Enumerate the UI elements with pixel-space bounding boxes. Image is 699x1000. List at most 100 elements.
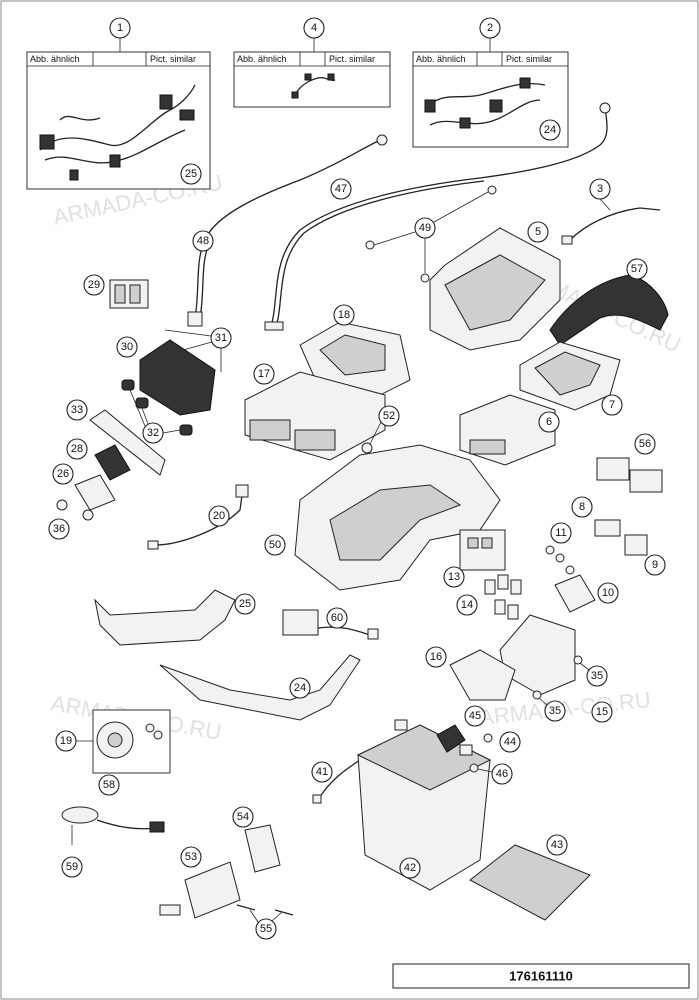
callout-48: 48	[192, 230, 214, 252]
callout-24: 24	[289, 677, 311, 699]
callout-number: 20	[213, 510, 225, 522]
part-50-tray	[294, 444, 501, 591]
callout-number: 4	[311, 22, 317, 34]
part-14-fuses	[484, 574, 522, 620]
callout-3: 3	[589, 178, 611, 211]
part-9-connector	[624, 534, 648, 556]
part-29-relay	[109, 279, 149, 309]
callout-number: 50	[269, 539, 281, 551]
callout-54: 54	[232, 806, 254, 828]
callout-53: 53	[180, 846, 202, 868]
callout-number: 24	[544, 124, 556, 136]
callout-35-upper: 35	[579, 662, 608, 687]
callout-number: 29	[88, 279, 100, 291]
callout-10: 10	[597, 582, 619, 604]
callout-57: 57	[626, 258, 648, 280]
callout-55: 55	[249, 909, 283, 940]
callout-24-inset: 24	[539, 119, 561, 141]
callout-number: 46	[496, 768, 508, 780]
callout-number: 54	[237, 811, 249, 823]
callout-46: 46	[477, 763, 513, 785]
part-30-fuse-box	[139, 339, 216, 416]
callout-17: 17	[253, 363, 275, 385]
callout-number: 55	[260, 923, 272, 935]
part-8-connector	[594, 519, 621, 537]
callout-6: 6	[538, 411, 560, 433]
callout-number: 8	[579, 501, 585, 513]
callout-number: 13	[448, 571, 460, 583]
callout-number: 49	[419, 222, 431, 234]
callout-number: 59	[66, 861, 78, 873]
callout-31: 31	[164, 327, 232, 372]
callout-33: 33	[66, 399, 88, 421]
part-11-clips	[545, 545, 575, 575]
callout-number: 10	[602, 587, 614, 599]
part-60-relay	[282, 609, 379, 640]
part-26-holder	[74, 474, 116, 511]
part-52-nut	[361, 442, 373, 454]
callout-35-lower: 35	[538, 697, 566, 722]
part-56-connectors	[596, 457, 663, 493]
part-28-holder	[94, 444, 131, 481]
callout-58: 58	[98, 774, 120, 796]
inset-label-similar-de: Abb. ähnlich	[30, 54, 80, 64]
callout-number: 14	[461, 599, 473, 611]
inset-wiring-harness-4: Abb. ähnlich Pict. similar	[233, 38, 391, 108]
callout-number: 1	[117, 22, 123, 34]
callout-14: 14	[456, 594, 478, 616]
callout-number: 15	[596, 706, 608, 718]
callout-30: 30	[116, 336, 138, 358]
callout-number: 35	[591, 670, 603, 682]
callout-number: 18	[338, 309, 350, 321]
part-53-module	[159, 861, 241, 919]
part-54-cover	[244, 824, 281, 873]
callout-number: 33	[71, 404, 83, 416]
callout-number: 9	[652, 559, 658, 571]
callout-number: 53	[185, 851, 197, 863]
callout-number: 36	[53, 523, 65, 535]
part-17-control-unit	[244, 371, 386, 461]
inset-label-similar-de: Abb. ähnlich	[416, 54, 466, 64]
callout-number: 28	[71, 443, 83, 455]
callout-number: 3	[597, 183, 603, 195]
part-55-screws	[236, 904, 294, 916]
callout-19: 19	[55, 730, 93, 752]
callout-28: 28	[66, 438, 88, 460]
part-7-box	[519, 341, 621, 411]
inset-label-similar-de: Abb. ähnlich	[237, 54, 287, 64]
callout-number: 5	[535, 226, 541, 238]
part-41-cable	[312, 759, 361, 804]
inset-wiring-harness-1: Abb. ähnlich Pict. similar	[26, 38, 211, 190]
callout-number: 26	[57, 468, 69, 480]
callout-number: 30	[121, 341, 133, 353]
part-15-regulator	[499, 614, 576, 696]
callout-29: 29	[83, 274, 105, 296]
callout-number: 7	[609, 399, 615, 411]
part-19-horn	[92, 709, 171, 774]
callout-49: 49	[373, 191, 489, 273]
callout-number: 17	[258, 368, 270, 380]
callout-number: 31	[215, 332, 227, 344]
callout-number: 24	[294, 682, 306, 694]
callout-20: 20	[208, 505, 230, 527]
callout-number: 25	[239, 598, 251, 610]
battery-cable-47	[264, 102, 611, 331]
part-44-screw	[483, 733, 493, 743]
part-5-holder	[429, 227, 561, 351]
inset-label-similar-en: Pict. similar	[506, 54, 552, 64]
callout-number: 56	[639, 438, 651, 450]
callout-number: 60	[331, 612, 343, 624]
callout-number: 35	[549, 705, 561, 717]
part-13-fuse-box	[459, 529, 506, 571]
part-10-relay-block	[554, 574, 596, 613]
callout-number: 57	[631, 263, 643, 275]
part-46-nut	[469, 763, 479, 773]
part-20-sensor	[147, 484, 249, 550]
callout-26: 26	[52, 463, 74, 485]
callouts: 1 4 2 25 24 3 47 48 49 5 57 29 18 31 30 …	[48, 17, 666, 940]
callout-25: 25	[234, 593, 256, 615]
part-35-screws	[532, 655, 583, 700]
callout-15: 15	[591, 701, 613, 723]
